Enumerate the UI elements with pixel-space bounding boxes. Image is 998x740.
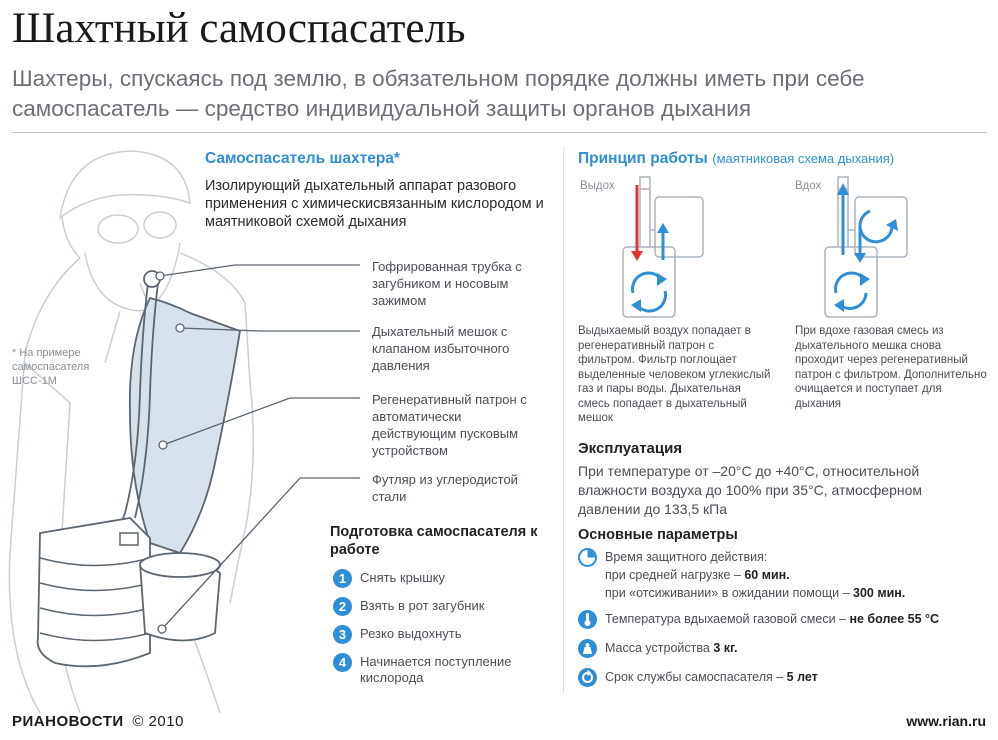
page-subtitle: Шахтеры, спускаясь под землю, в обязател… xyxy=(12,66,865,121)
step-text: Снять крышку xyxy=(360,570,445,585)
param-temperature-value: не более 55 °С xyxy=(849,612,940,626)
clock-icon xyxy=(578,548,597,567)
param-time-line2: при «отсиживании» в ожидании помощи – 30… xyxy=(605,586,906,600)
step-number: 4 xyxy=(333,653,352,672)
param-service-life: Срок службы самоспасателя – 5 лет xyxy=(578,668,988,687)
callout-bag: Дыхательный мешок с клапаном избыточного… xyxy=(372,324,510,373)
params-heading: Основные параметры xyxy=(578,527,738,543)
ria-novosti-logo: РИАНОВОСТИ © 2010 xyxy=(12,713,184,730)
model-footnote: * На примере самоспасателя ШСС-1М xyxy=(12,347,90,387)
exploitation-text: При температуре от –20°С до +40°С, относ… xyxy=(578,463,922,517)
exhale-label: Выдох xyxy=(580,180,615,192)
inhale-diagram xyxy=(824,176,908,318)
step-text: Начинается поступление кислорода xyxy=(360,654,512,685)
param-time-value-2: 300 мин. xyxy=(853,586,906,600)
prep-heading: Подготовка самоспасателя к работе xyxy=(330,524,538,558)
param-time: Время защитного действия: при средней на… xyxy=(578,548,988,602)
principle-title: Принцип работы xyxy=(578,150,708,167)
regenerative-cartridge xyxy=(36,517,151,668)
breathing-bag xyxy=(128,296,242,555)
cycle-icon xyxy=(578,668,597,687)
principle-subtitle: (маятниковая схема дыхания) xyxy=(712,151,895,166)
param-time-line1: при средней нагрузке – 60 мин. xyxy=(605,568,790,582)
miner-illustration xyxy=(8,150,360,713)
param-mass-value: 3 кг. xyxy=(713,641,738,655)
param-temperature: Температура вдыхаемой газовой смеси – не… xyxy=(578,610,988,629)
principle-heading: Принцип работы (маятниковая схема дыхани… xyxy=(578,150,894,168)
exhale-diagram xyxy=(622,176,704,318)
prep-step: 4 Начинается поступление кислорода xyxy=(333,653,553,686)
column-divider xyxy=(563,148,564,693)
param-time-value-1: 60 мин. xyxy=(744,568,790,582)
prep-step: 1 Снять крышку xyxy=(333,569,553,588)
step-number: 3 xyxy=(333,625,352,644)
param-service-life-value: 5 лет xyxy=(786,670,818,684)
callout-tube: Гофрированная трубка с загубником и носо… xyxy=(372,259,522,308)
page-title: Шахтный самоспасатель xyxy=(12,5,466,52)
step-text: Резко выдохнуть xyxy=(360,626,462,641)
prep-step: 3 Резко выдохнуть xyxy=(333,625,553,644)
inhale-explanation: При вдохе газовая смесь из дыхательного … xyxy=(795,325,987,410)
step-text: Взять в рот загубник xyxy=(360,598,485,613)
exhale-explanation: Выдыхаемый воздух попадает в регенератив… xyxy=(578,325,771,424)
callout-cartridge: Регенеративный патрон с автоматически де… xyxy=(372,392,527,458)
prep-step: 2 Взять в рот загубник xyxy=(333,597,553,616)
self-rescuer-heading: Самоспасатель шахтера* xyxy=(205,150,400,167)
param-mass: Масса устройства 3 кг. xyxy=(578,639,988,658)
inhale-label: Вдох xyxy=(795,180,822,192)
exploitation-heading: Эксплуатация xyxy=(578,440,683,457)
param-time-label: Время защитного действия: xyxy=(605,550,768,564)
copyright: © 2010 xyxy=(132,713,184,730)
step-number: 2 xyxy=(333,597,352,616)
step-number: 1 xyxy=(333,569,352,588)
self-rescuer-description: Изолирующий дыхательный аппарат разового… xyxy=(205,178,544,230)
thermometer-icon xyxy=(578,610,597,629)
weight-icon xyxy=(578,639,597,658)
header-divider xyxy=(12,132,987,133)
prep-steps: 1 Снять крышку 2 Взять в рот загубник 3 … xyxy=(333,569,553,686)
params-list: Время защитного действия: при средней на… xyxy=(578,548,988,687)
callout-case: Футляр из углеродистой стали xyxy=(372,472,518,504)
site-link[interactable]: www.rian.ru xyxy=(906,713,986,729)
